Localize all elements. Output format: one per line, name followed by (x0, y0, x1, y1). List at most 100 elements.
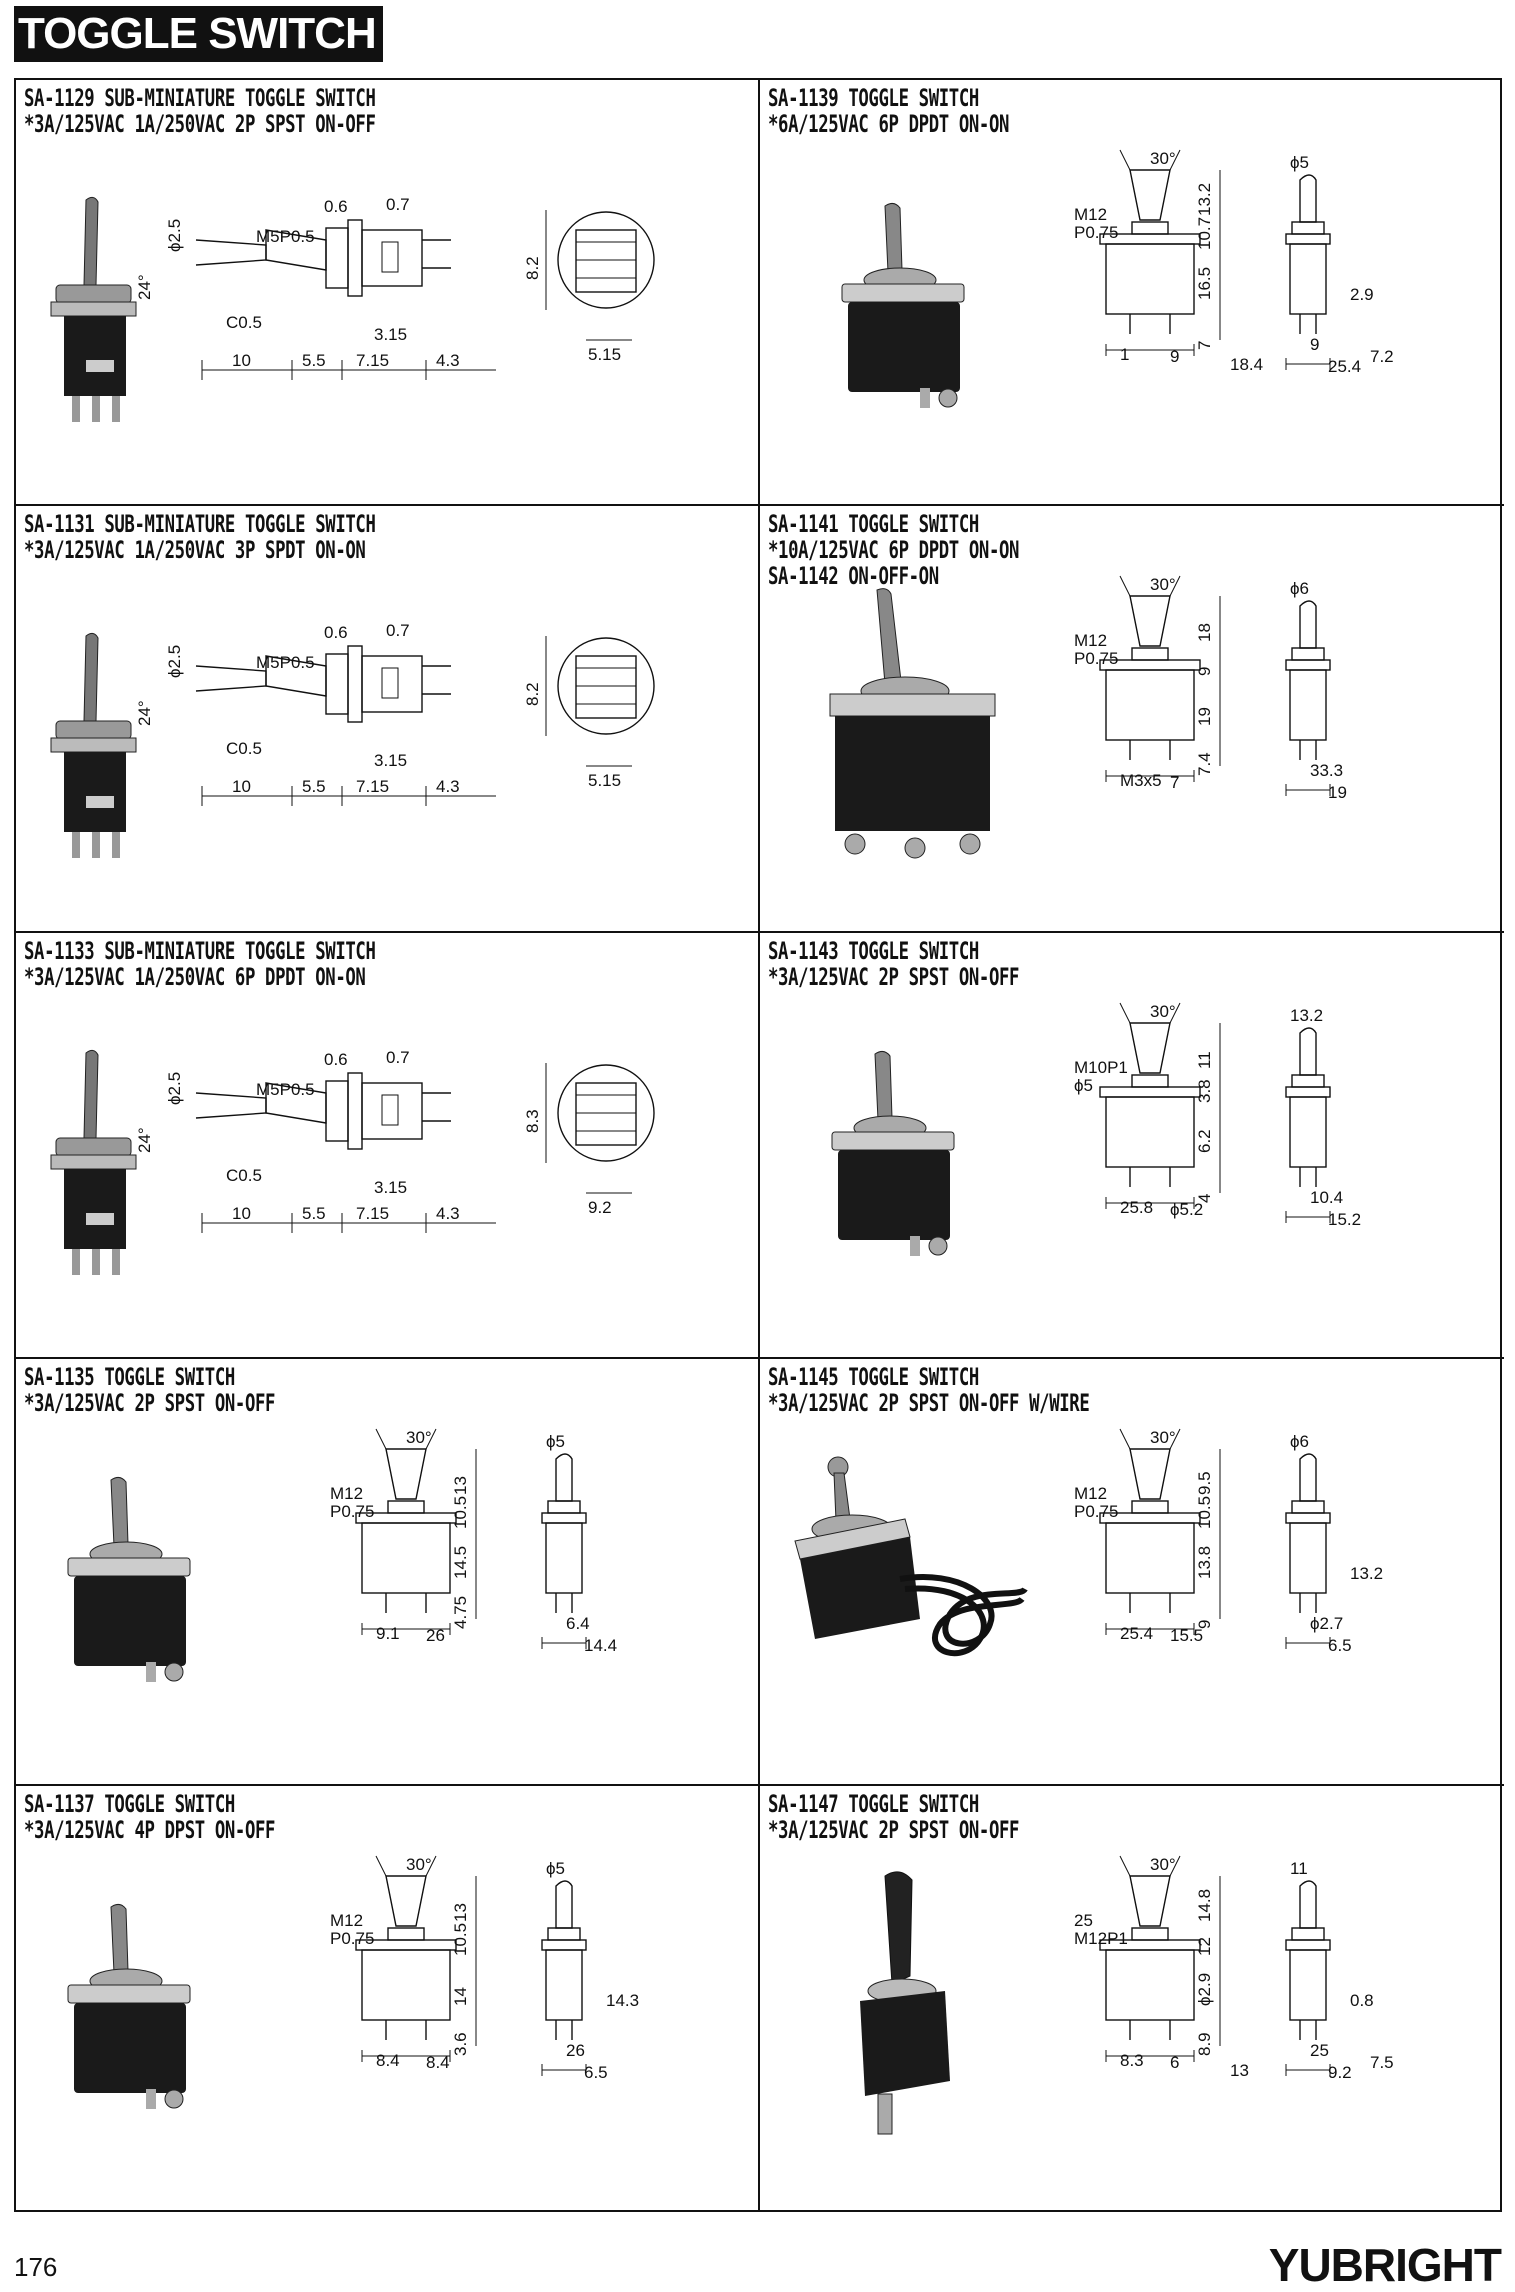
product-photo (830, 200, 970, 425)
product-spec: *3A/125VAC 2P SPST ON-OFF W/WIRE (768, 1389, 1090, 1418)
product-title: SA-1141 TOGGLE SWITCH (768, 510, 979, 539)
dimension-label: 8.3 (1120, 2051, 1144, 2070)
dimension-label: 10.5 (451, 1496, 470, 1529)
dimension-label: 6 (1170, 2053, 1179, 2072)
dimension-label: 10.7 (1195, 217, 1214, 250)
dimension-label: M5P0.5 (256, 653, 315, 672)
dimension-label: P0.75 (330, 1929, 374, 1948)
dimension-label: 19 (1195, 707, 1214, 726)
dimension-label: M12 (1074, 205, 1107, 224)
dimension-label: 0.6 (324, 197, 348, 216)
product-photo (36, 190, 146, 435)
product-cell-sa-1129: SA-1129 SUB-MINIATURE TOGGLE SWITCH *3A/… (16, 80, 760, 507)
product-spec: *6A/125VAC 6P DPDT ON-ON (768, 110, 1010, 138)
dimension-label: 30° (1150, 1855, 1176, 1874)
dimension-label: 18.4 (1230, 355, 1263, 374)
dimension-label: 9 (1195, 1620, 1214, 1629)
dimension-label: 4.3 (436, 777, 460, 796)
dimension-label: 19 (1328, 783, 1347, 802)
dimension-label: C0.5 (226, 313, 262, 332)
dimension-label: 30° (1150, 1002, 1176, 1021)
dimension-label: 9.5 (1195, 1472, 1214, 1496)
dimension-label: 13 (451, 1476, 470, 1495)
dimension-label: 9.1 (376, 1624, 400, 1643)
dimension-label: 25 (1074, 1911, 1093, 1930)
dimension-label: 30° (1150, 1428, 1176, 1447)
dimension-label: 6.4 (566, 1614, 590, 1633)
dimension-label: 7.5 (1370, 2053, 1394, 2072)
product-title: SA-1135 TOGGLE SWITCH (24, 1363, 235, 1392)
dimension-label: 13.8 (1195, 1546, 1214, 1579)
product-photo (820, 1048, 960, 1273)
dimension-label: 10 (232, 1204, 251, 1223)
dimension-label: P0.75 (1074, 649, 1118, 668)
dimension-label: 0.7 (386, 195, 410, 214)
dimension-label: ϕ5 (1074, 1076, 1093, 1095)
product-photo (805, 586, 1005, 871)
brand-logo: YUBRIGHT (1268, 2239, 1502, 2291)
dimension-label: P0.75 (330, 1502, 374, 1521)
dimension-label: 13 (451, 1903, 470, 1922)
dimension-label: 14 (451, 1987, 470, 2006)
dimension-label: 9 (1170, 347, 1179, 366)
dimension-label: P0.75 (1074, 223, 1118, 242)
dimension-label: 7.2 (1370, 347, 1394, 366)
dimension-label: 5.5 (302, 351, 326, 370)
dimension-label: M12 (1074, 1484, 1107, 1503)
dimension-label: ϕ5 (1290, 153, 1309, 172)
product-cell-sa-1145: SA-1145 TOGGLE SWITCH *3A/125VAC 2P SPST… (760, 1359, 1504, 1786)
dimension-label: 10 (232, 351, 251, 370)
dimension-label: 4.3 (436, 351, 460, 370)
dimension-label: ϕ5 (546, 1432, 565, 1451)
dimension-label: 15.5 (1170, 1626, 1203, 1645)
dimension-label: M3x5 (1120, 771, 1162, 790)
dimension-label: 6.5 (584, 2063, 608, 2082)
product-photo (790, 1449, 1030, 1684)
dimension-label: C0.5 (226, 1166, 262, 1185)
dimension-label: ϕ2.5 (165, 1072, 184, 1105)
dimension-label: 0.7 (386, 1048, 410, 1067)
dimension-label: 0.6 (324, 1050, 348, 1069)
dimension-label: C0.5 (226, 739, 262, 758)
product-spec: *10A/125VAC 6P DPDT ON-ON (768, 536, 1020, 565)
dimension-label: 1 (1120, 345, 1129, 364)
dimension-label: M10P1 (1074, 1058, 1128, 1077)
dimension-label: ϕ2.5 (165, 645, 184, 678)
dimension-label: 6.5 (1328, 1636, 1352, 1655)
dimension-label: 12 (1195, 1937, 1214, 1956)
dimension-label: 26 (426, 1626, 445, 1645)
dimension-label: 3.6 (451, 2032, 470, 2056)
dimension-label: 3.8 (1195, 1079, 1214, 1103)
dimension-label: 5.15 (588, 345, 621, 364)
product-variant: SA-1142 ON-OFF-ON (768, 562, 939, 591)
dimension-label: 14.3 (606, 1991, 639, 2010)
dimension-label: ϕ2.7 (1310, 1614, 1343, 1633)
product-grid: SA-1129 SUB-MINIATURE TOGGLE SWITCH *3A/… (14, 78, 1504, 2212)
product-title: SA-1139 TOGGLE SWITCH (768, 84, 979, 112)
dimension-label: 25.4 (1328, 357, 1361, 376)
product-title: SA-1129 SUB-MINIATURE TOGGLE SWITCH (24, 84, 376, 112)
product-title: SA-1143 TOGGLE SWITCH (768, 936, 979, 965)
dimension-label: 30° (406, 1855, 432, 1874)
dimension-label: 8.9 (1195, 2032, 1214, 2056)
dimension-label: 3.15 (374, 325, 407, 344)
dimension-label: 7.15 (356, 1204, 389, 1223)
dimension-label: 25 (1310, 2041, 1329, 2060)
dimension-label: 7.15 (356, 777, 389, 796)
dimension-label: ϕ5.2 (1170, 1200, 1203, 1219)
product-photo (36, 626, 146, 871)
product-title: SA-1133 SUB-MINIATURE TOGGLE SWITCH (24, 936, 376, 965)
dimension-label: 24° (135, 274, 154, 300)
dimension-label: P0.75 (1074, 1502, 1118, 1521)
dimension-label: 26 (566, 2041, 585, 2060)
dimension-label: 6.2 (1195, 1129, 1214, 1153)
dimension-label: 4 (1195, 1193, 1214, 1202)
dimension-label: ϕ5 (546, 1859, 565, 1878)
dimension-label: 5.15 (588, 771, 621, 790)
dimension-label: M5P0.5 (256, 1080, 315, 1099)
dimension-label: 30° (1150, 575, 1176, 594)
dimension-label: 3.15 (374, 1178, 407, 1197)
dimension-label: ϕ2.5 (165, 219, 184, 252)
dimension-label: ϕ6 (1290, 579, 1309, 598)
dimension-label: 14.8 (1195, 1888, 1214, 1921)
